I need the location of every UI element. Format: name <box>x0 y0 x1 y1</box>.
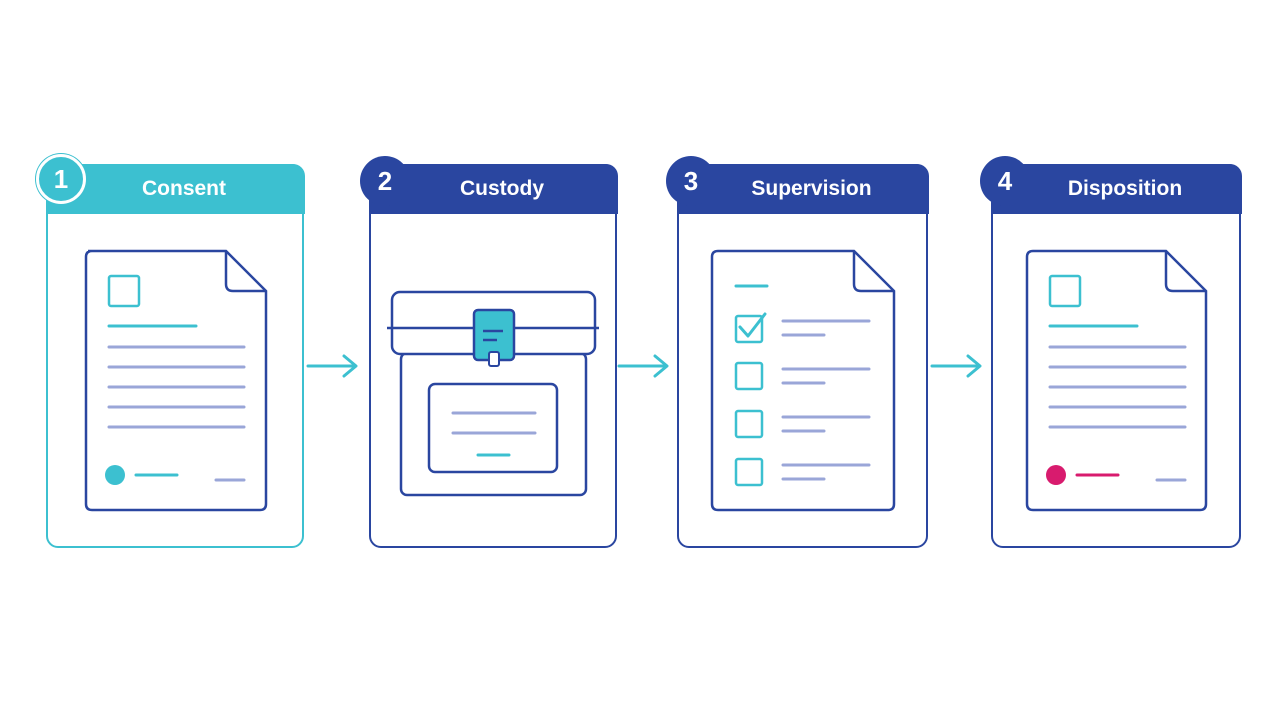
checkbox-icon <box>734 457 764 487</box>
step-badge-3: 3 <box>666 156 716 206</box>
checkbox-icon <box>734 409 764 439</box>
step-header-consent: Consent <box>45 163 305 214</box>
signature-dot-icon <box>1046 465 1066 485</box>
arrow-right-icon <box>617 354 669 378</box>
step-card-disposition: Disposition <box>990 163 1242 548</box>
step-title-disposition: Disposition <box>1067 176 1183 200</box>
step-title-consent: Consent <box>142 176 226 200</box>
evidence-box-icon <box>387 290 599 497</box>
step-header-custody: Custody <box>368 163 618 214</box>
step-badge-1: 1 <box>36 154 86 204</box>
step-header-supervision: Supervision <box>676 163 929 214</box>
step-badge-2: 2 <box>360 156 410 206</box>
step-title-custody: Custody <box>460 176 544 200</box>
checkbox-icon <box>1048 274 1082 308</box>
step-card-supervision: Supervision <box>676 163 929 548</box>
checkbox-icon <box>734 361 764 391</box>
checked-checkbox-icon <box>734 314 764 344</box>
document-icon <box>84 249 268 512</box>
step-header-disposition: Disposition <box>990 163 1242 214</box>
step-title-supervision: Supervision <box>751 176 872 200</box>
arrow-right-icon <box>930 354 982 378</box>
signature-dot-icon <box>105 465 125 485</box>
step-card-consent: Consent <box>45 163 305 548</box>
document-icon <box>1025 249 1208 512</box>
checklist-document-icon <box>710 249 896 512</box>
step-badge-4: 4 <box>980 156 1030 206</box>
checkbox-icon <box>107 274 141 308</box>
step-card-custody: Custody <box>368 163 618 548</box>
arrow-right-icon <box>306 354 358 378</box>
